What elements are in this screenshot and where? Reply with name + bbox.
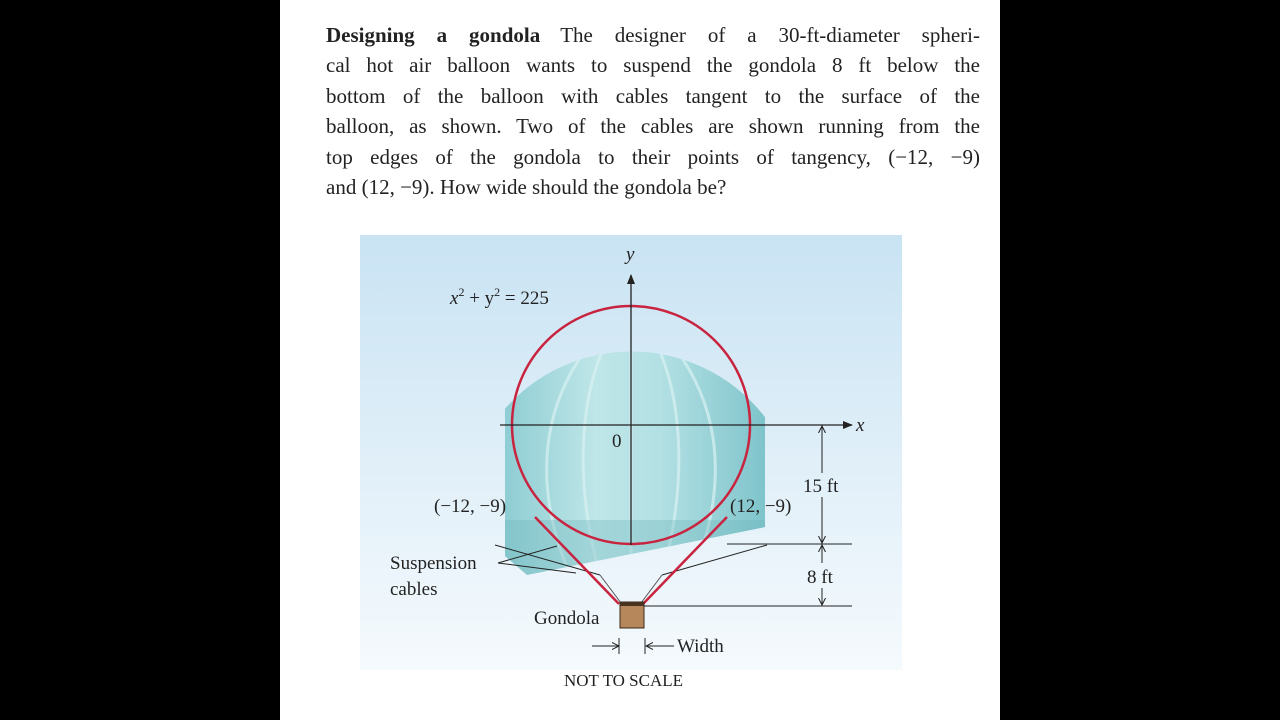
cables-label-line1: Suspension	[390, 553, 477, 574]
scale-note: NOT TO SCALE	[564, 671, 683, 690]
x-axis-label: x	[855, 415, 865, 436]
gondola-rope-right	[640, 574, 663, 604]
dim-8-label: 8 ft	[807, 567, 834, 588]
problem-title: Designing a gondola	[326, 23, 541, 47]
origin-label: 0	[612, 431, 622, 452]
gondola-rim	[620, 602, 644, 606]
cables-label-line2: cables	[390, 579, 437, 600]
problem-text: Designing a gondola The designer of a 30-…	[326, 20, 980, 202]
circle-equation: x2 + y2 = 225	[449, 285, 549, 309]
y-axis-label: y	[624, 244, 635, 265]
left-tangent-point-label: (−12, −9)	[434, 496, 506, 517]
cables-pointer-upper	[497, 545, 558, 564]
gondola-rope-left	[599, 574, 622, 604]
tangent-cable-left	[534, 516, 620, 605]
problem-line: balloon, as shown. Two of the cables are…	[326, 114, 980, 139]
gondola-basket	[619, 601, 645, 629]
inner-cable-right	[661, 544, 768, 576]
problem-line-text: The designer of a 30-ft-diameter spheri-	[560, 23, 980, 47]
balloon-figure: x2 + y2 = 225 y x 0 (−12, −9) (12, −9) 1…	[360, 235, 902, 690]
problem-line: and (12, −9). How wide should the gondol…	[326, 175, 727, 200]
problem-line: top edges of the gondola to their points…	[326, 144, 980, 169]
problem-line: cal hot air balloon wants to suspend the…	[326, 53, 980, 78]
cables-pointer-lower	[497, 562, 577, 574]
problem-line: Designing a gondola The designer of a 30-…	[326, 20, 980, 50]
right-tangent-point-label: (12, −9)	[730, 496, 791, 517]
problem-line: bottom of the balloon with cables tangen…	[326, 83, 980, 108]
tangent-cable-right	[642, 516, 728, 605]
dim-15-label: 15 ft	[803, 476, 839, 497]
textbook-page: Designing a gondola The designer of a 30-…	[280, 0, 1000, 720]
gondola-label: Gondola	[534, 608, 600, 629]
inner-cable-left	[494, 544, 601, 576]
width-label: Width	[677, 636, 724, 657]
